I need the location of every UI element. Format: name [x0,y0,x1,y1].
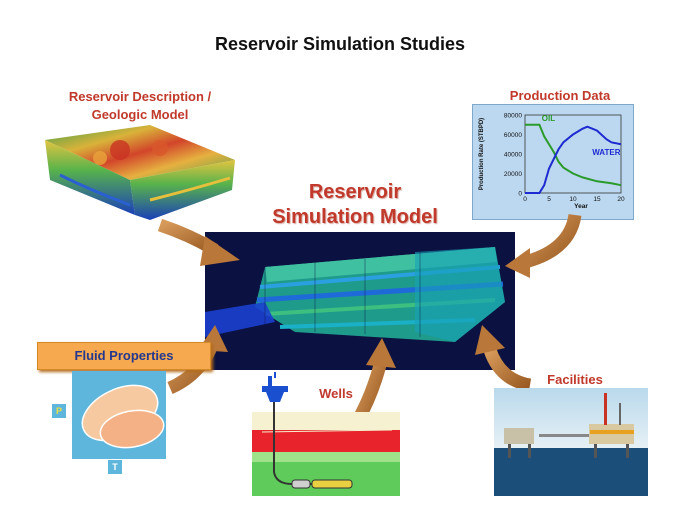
pt-t-label: T [112,462,118,472]
x-tick-label: 15 [593,196,601,203]
y-axis-label: Production Rate (STBPD) [479,118,485,190]
pt-envelope-graphic [81,384,165,449]
pt-diagram [72,371,166,459]
arrow-facilities-to-model [483,347,532,392]
pt-p-label: P [55,406,62,416]
arrow-production-head [505,248,530,278]
page-title: Reservoir Simulation Studies [214,34,466,54]
wells-diagram [252,372,400,496]
pt-p-axis-marker: P [52,404,66,418]
arrow-facilities-head [475,325,505,355]
y-tick-label: 40000 [504,152,522,159]
series-line-water [525,125,622,194]
oil-rig-icon [262,372,288,402]
production-data-label: Production Data [509,88,611,103]
x-tick-label: 20 [617,196,625,203]
series-line-oil [525,123,622,187]
plot-area [524,114,622,194]
wells-label: Wells [319,386,353,401]
y-tick-label: 0 [518,191,522,198]
facilities-photo [494,388,648,496]
series-label-water: WATER [592,148,621,157]
arrow-geologic-head [200,236,240,266]
y-tick-label: 80000 [504,113,522,120]
y-tick-label: 20000 [504,171,522,178]
x-tick-label: 10 [569,196,577,203]
simulation-model-image [205,232,515,370]
facilities-label: Facilities [547,372,603,387]
fluid-properties-box: Fluid Properties [37,342,211,370]
geologic-model-image [45,125,235,220]
pt-t-axis-marker: T [108,460,122,474]
production-chart: 0 20000 40000 60000 80000 0 5 10 15 20 Production … [479,113,625,211]
simulation-model-line2: Simulation Model [272,206,438,228]
production-chart-panel: 0 20000 40000 60000 80000 0 5 10 15 20 Production … [472,104,634,220]
simulation-grid-graphic [205,247,505,342]
reservoir-description-label: Reservoir Description / Geologic Model [40,88,240,124]
simulation-model-line1: Reservoir [308,181,402,203]
simulation-model-label: Reservoir Simulation Model [230,180,480,230]
series-label-oil: OIL [542,114,555,123]
x-tick-label: 0 [523,196,527,203]
fluid-properties-label: Fluid Properties [74,348,174,363]
arrow-production-to-model [523,213,582,269]
x-axis-label: Year [574,203,588,210]
reservoir-description-line1: Reservoir Description / [68,89,212,104]
y-tick-label: 60000 [504,132,522,139]
reservoir-description-line2: Geologic Model [91,107,189,122]
x-tick-label: 5 [547,196,551,203]
arrow-wells-head [366,338,396,368]
